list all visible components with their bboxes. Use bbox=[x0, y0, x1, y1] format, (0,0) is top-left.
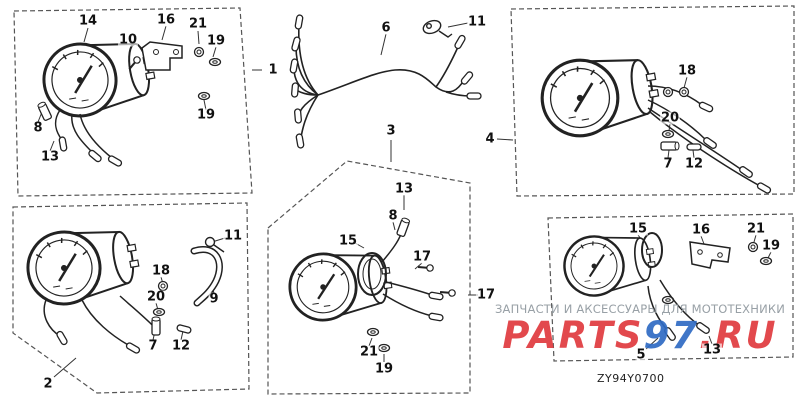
gauge-assembly-2 bbox=[20, 218, 225, 355]
section-boxes bbox=[12, 5, 795, 395]
diagram-code: ZY94Y0700 bbox=[597, 372, 665, 385]
watermark-brand-prefix: PARTS bbox=[502, 314, 644, 357]
key-part bbox=[422, 19, 453, 38]
watermark-tagline: ЗАПЧАСТИ И АКСЕССУАРЫ ДЛЯ МОТОТЕХНИКИ bbox=[494, 302, 786, 316]
watermark-brand-suffix: .RU bbox=[698, 314, 778, 357]
gauge-assembly-4 bbox=[534, 45, 773, 195]
watermark: ЗАПЧАСТИ И АКСЕССУАРЫ ДЛЯ МОТОТЕХНИКИ PA… bbox=[486, 302, 794, 357]
watermark-brand: PARTS97.RU bbox=[486, 314, 794, 357]
wire-harness bbox=[289, 13, 482, 150]
watermark-brand-number: 97 bbox=[643, 314, 699, 357]
gauge-assembly-1 bbox=[36, 30, 222, 168]
gauge-assembly-5 bbox=[559, 227, 773, 343]
clip-part bbox=[204, 236, 225, 253]
gauge-assembly-3 bbox=[284, 216, 457, 353]
